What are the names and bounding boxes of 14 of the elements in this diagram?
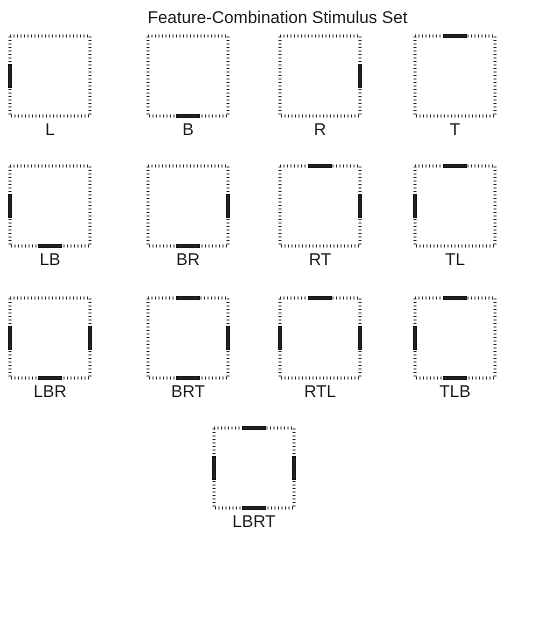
stimulus-label: TL [444, 250, 466, 270]
stimulus-label: LBRT [231, 512, 277, 532]
diagram-title: Feature-Combination Stimulus Set [146, 8, 408, 28]
stimulus-label: LB [38, 250, 62, 270]
stimulus-label: BR [175, 250, 201, 270]
stimulus-label: LBR [32, 382, 68, 402]
stimulus-label: RT [308, 250, 332, 270]
stimulus-label: L [44, 120, 56, 140]
stimulus-label: T [448, 120, 462, 140]
stimulus-label: RTL [303, 382, 337, 402]
stimulus-label: B [181, 120, 195, 140]
stimulus-label: BRT [170, 382, 206, 402]
stimulus-label: TLB [438, 382, 472, 402]
stimulus-label: R [312, 120, 328, 140]
